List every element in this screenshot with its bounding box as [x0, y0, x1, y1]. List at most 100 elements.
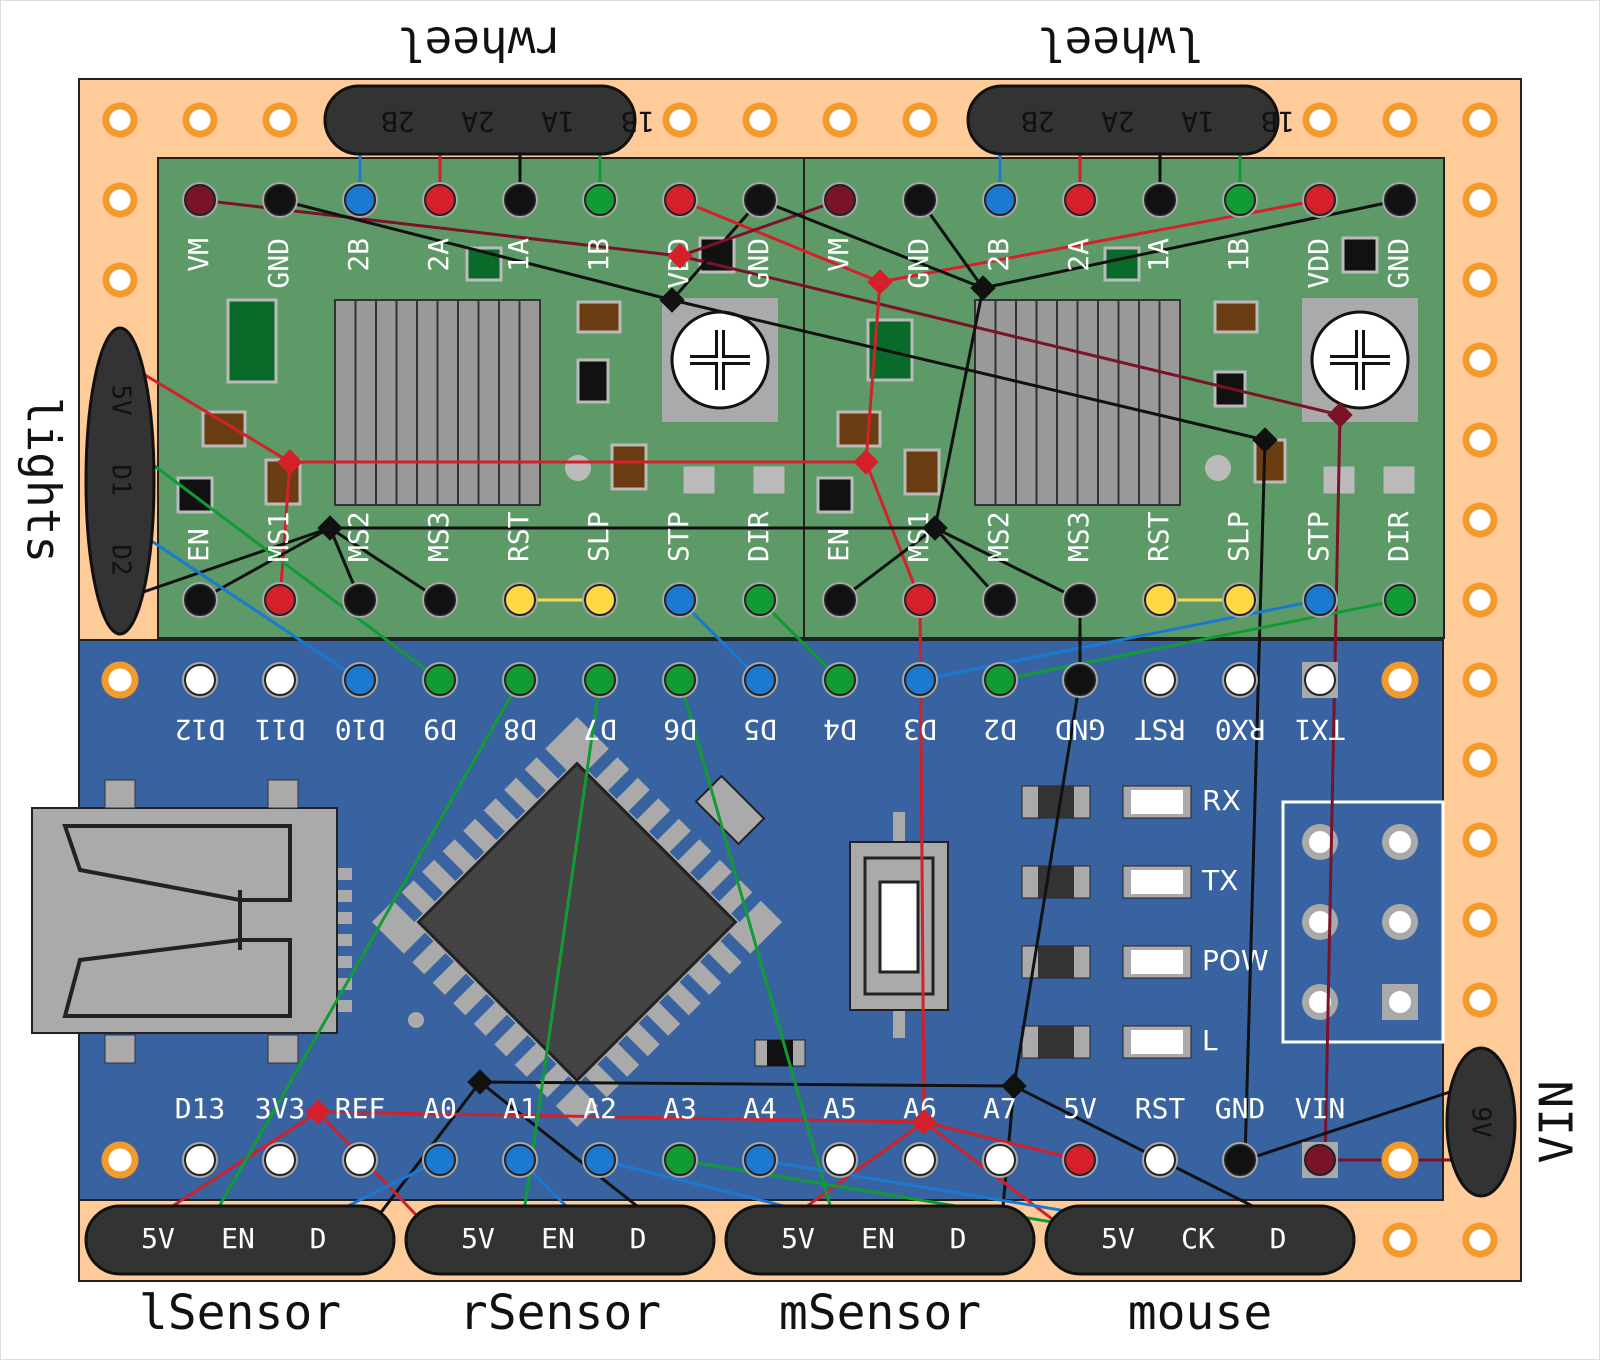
led-label-rx: RX [1202, 784, 1241, 817]
mcu-pin-gap [382, 881, 423, 922]
perfboard-hole [102, 102, 138, 138]
nano-pin-a3-dot [664, 1144, 696, 1176]
nano-label-d7: D7 [583, 713, 617, 746]
nano-pin-d9-dot [424, 664, 456, 696]
lsensor-pin-label: D [310, 1222, 327, 1255]
nano-label-tx1: TX1 [1295, 713, 1346, 746]
nano-label-d2: D2 [983, 713, 1017, 746]
mcu-pin-gap [413, 953, 454, 994]
icsp-hole [1389, 911, 1411, 933]
nano-pin-gnd-dot [1064, 664, 1096, 696]
reset-button-cap [878, 880, 920, 974]
nano-label-vin: VIN [1295, 1092, 1346, 1125]
mcu-pin-gap [577, 1076, 618, 1117]
lsensor-pin-label: EN [221, 1222, 255, 1255]
nano-pin-a4-dot [744, 1144, 776, 1176]
icsp-header [1281, 800, 1445, 1044]
lights-pin-label: D2 [106, 544, 136, 575]
nano-pin-d8-dot [504, 664, 536, 696]
rsensor-pin-label: D [630, 1222, 647, 1255]
driver-label-gnd: GND [1382, 238, 1415, 289]
icsp-hole [1389, 831, 1411, 853]
icsp-hole [1309, 991, 1331, 1013]
wire [679, 198, 841, 258]
led-label-pow: POW [1202, 944, 1269, 977]
nano-pin-a0-dot [424, 1144, 456, 1176]
nano-pin-d11-dot [264, 664, 296, 696]
lwheel-pin-label: 2A [1101, 105, 1135, 138]
usb-shape [62, 938, 292, 1018]
driver-label-1b: 1B [582, 238, 615, 272]
mcu-pin-gap [393, 932, 434, 973]
mcu-pin-gap [597, 1055, 638, 1096]
nano-pin-5v-dot [1064, 1144, 1096, 1176]
led-resistor-body [1038, 1026, 1074, 1058]
wire-junction [922, 515, 948, 541]
driver-pin-en-dot [824, 584, 856, 616]
driver-pin-vdd-dot [1304, 184, 1336, 216]
nano-pin-d7-dot [584, 664, 616, 696]
usb-pin [338, 868, 352, 880]
driver-label-ms1: MS1 [262, 511, 295, 562]
led-resistor-body [1038, 946, 1074, 978]
driver-pin-slp-dot [1224, 584, 1256, 616]
perfboard-hole [742, 102, 778, 138]
potentiometer-cross [690, 330, 750, 390]
rwheel-pin-label: 1A [541, 105, 575, 138]
driver-pin-ms3-dot [1064, 584, 1096, 616]
perfboard-hole [902, 102, 938, 138]
mcu-pin-gap [444, 820, 485, 861]
mounting-hole [1381, 1141, 1419, 1179]
potentiometer-cross [1330, 330, 1390, 390]
lwheel-pin-label: 2B [1021, 105, 1055, 138]
smd-component [816, 476, 854, 514]
nano-pin-vin-dot [1304, 1144, 1336, 1176]
driver-pin-slp-dot [584, 584, 616, 616]
driver-pin-ms1-dot [904, 584, 936, 616]
nano-pin-a6-dot [904, 1144, 936, 1176]
driver-pin-ms1-dot [264, 584, 296, 616]
mouse-pin-label: 5V [1101, 1222, 1135, 1255]
usb-tab [267, 1034, 299, 1064]
mcu-pin-gap [434, 973, 475, 1014]
lights-pin-label: D1 [106, 464, 136, 495]
nano-label-d3: D3 [903, 713, 937, 746]
perfboard-hole [662, 102, 698, 138]
driver-pin-gnd-dot [904, 184, 936, 216]
driver-label-gnd: GND [262, 238, 295, 289]
nano-label-d10: D10 [335, 713, 386, 746]
driver-pin-1b-dot [1224, 184, 1256, 216]
perfboard-hole [1382, 1222, 1418, 1258]
wire [119, 526, 331, 602]
driver-label-1a: 1A [502, 238, 535, 272]
driver-label-dir: DIR [742, 511, 775, 562]
lights-pin-label: 5V [106, 384, 136, 415]
nano-pin-d12-dot [184, 664, 216, 696]
driver-pin-dir-dot [1384, 584, 1416, 616]
smd-component [610, 443, 648, 491]
wire [758, 598, 842, 682]
rwheel-pin-label: 2A [461, 105, 495, 138]
button-leg [893, 812, 905, 842]
driver-pin-stp-dot [664, 584, 696, 616]
usb-tab [104, 779, 136, 809]
rwheel-pin-label: 2B [381, 105, 415, 138]
nano-label-a5: A5 [823, 1092, 857, 1125]
icsp-hole [1309, 831, 1331, 853]
perfboard-hole [182, 102, 218, 138]
driver-label-gnd: GND [742, 238, 775, 289]
mcu-pin-gap [659, 994, 700, 1035]
lights-title: lights [17, 397, 71, 563]
usb-tab [267, 779, 299, 809]
rsensor-header [404, 1204, 716, 1276]
nano-pin-gnd-dot [1224, 1144, 1256, 1176]
driver-label-ms2: MS2 [342, 511, 375, 562]
nano-pin-d6-dot [664, 664, 696, 696]
rwheel-title: rwheel [397, 17, 563, 71]
lsensor-header [84, 1204, 396, 1276]
smd-component [1383, 466, 1415, 494]
nano-label-gnd: GND [1215, 1092, 1266, 1125]
msensor-pin-label: EN [861, 1222, 895, 1255]
nano-label-rst: RST [1135, 1092, 1186, 1125]
